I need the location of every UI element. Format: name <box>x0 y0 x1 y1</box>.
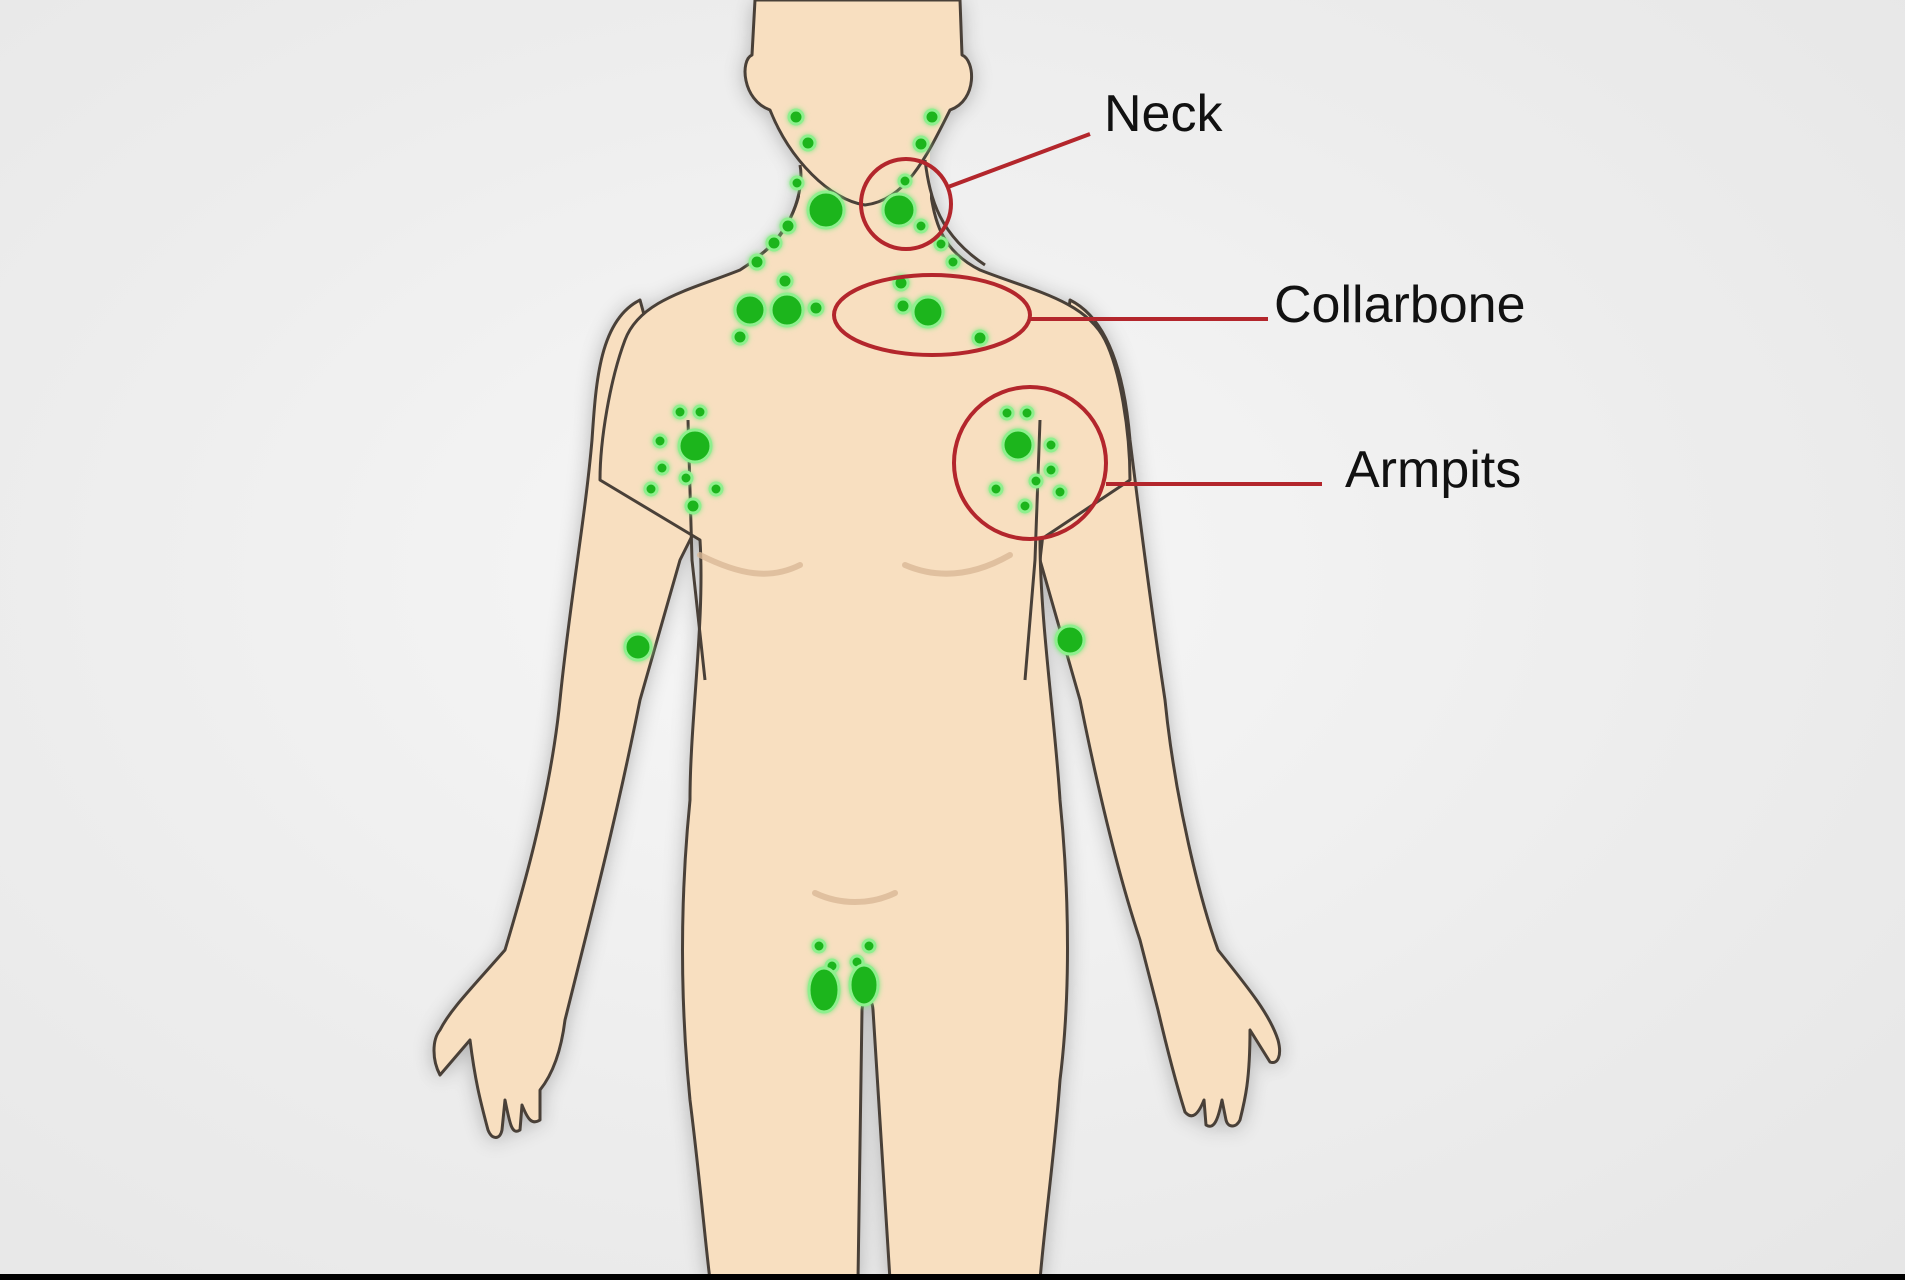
label-neck: Neck <box>1104 85 1223 143</box>
navel-line <box>812 890 898 905</box>
left-chest-line <box>697 552 803 577</box>
neck-callout-circle <box>859 157 953 251</box>
right-arm <box>1038 298 1282 1128</box>
callouts <box>832 132 1322 541</box>
head <box>743 0 973 207</box>
torso <box>598 188 1132 1280</box>
collarbone-callout-ellipse <box>832 273 1032 357</box>
right-chest-line <box>902 552 1013 577</box>
bottom-edge-bar <box>0 1274 1905 1280</box>
label-collarbone: Collarbone <box>1274 276 1526 334</box>
label-armpits: Armpits <box>1345 441 1522 499</box>
body-silhouette <box>432 0 1282 1280</box>
left-arm <box>432 298 702 1139</box>
neck-leader-line <box>947 132 1091 189</box>
lymph-nodes <box>623 108 1086 1014</box>
skin-details <box>697 552 1013 905</box>
armpit-callout-circle <box>952 385 1108 541</box>
